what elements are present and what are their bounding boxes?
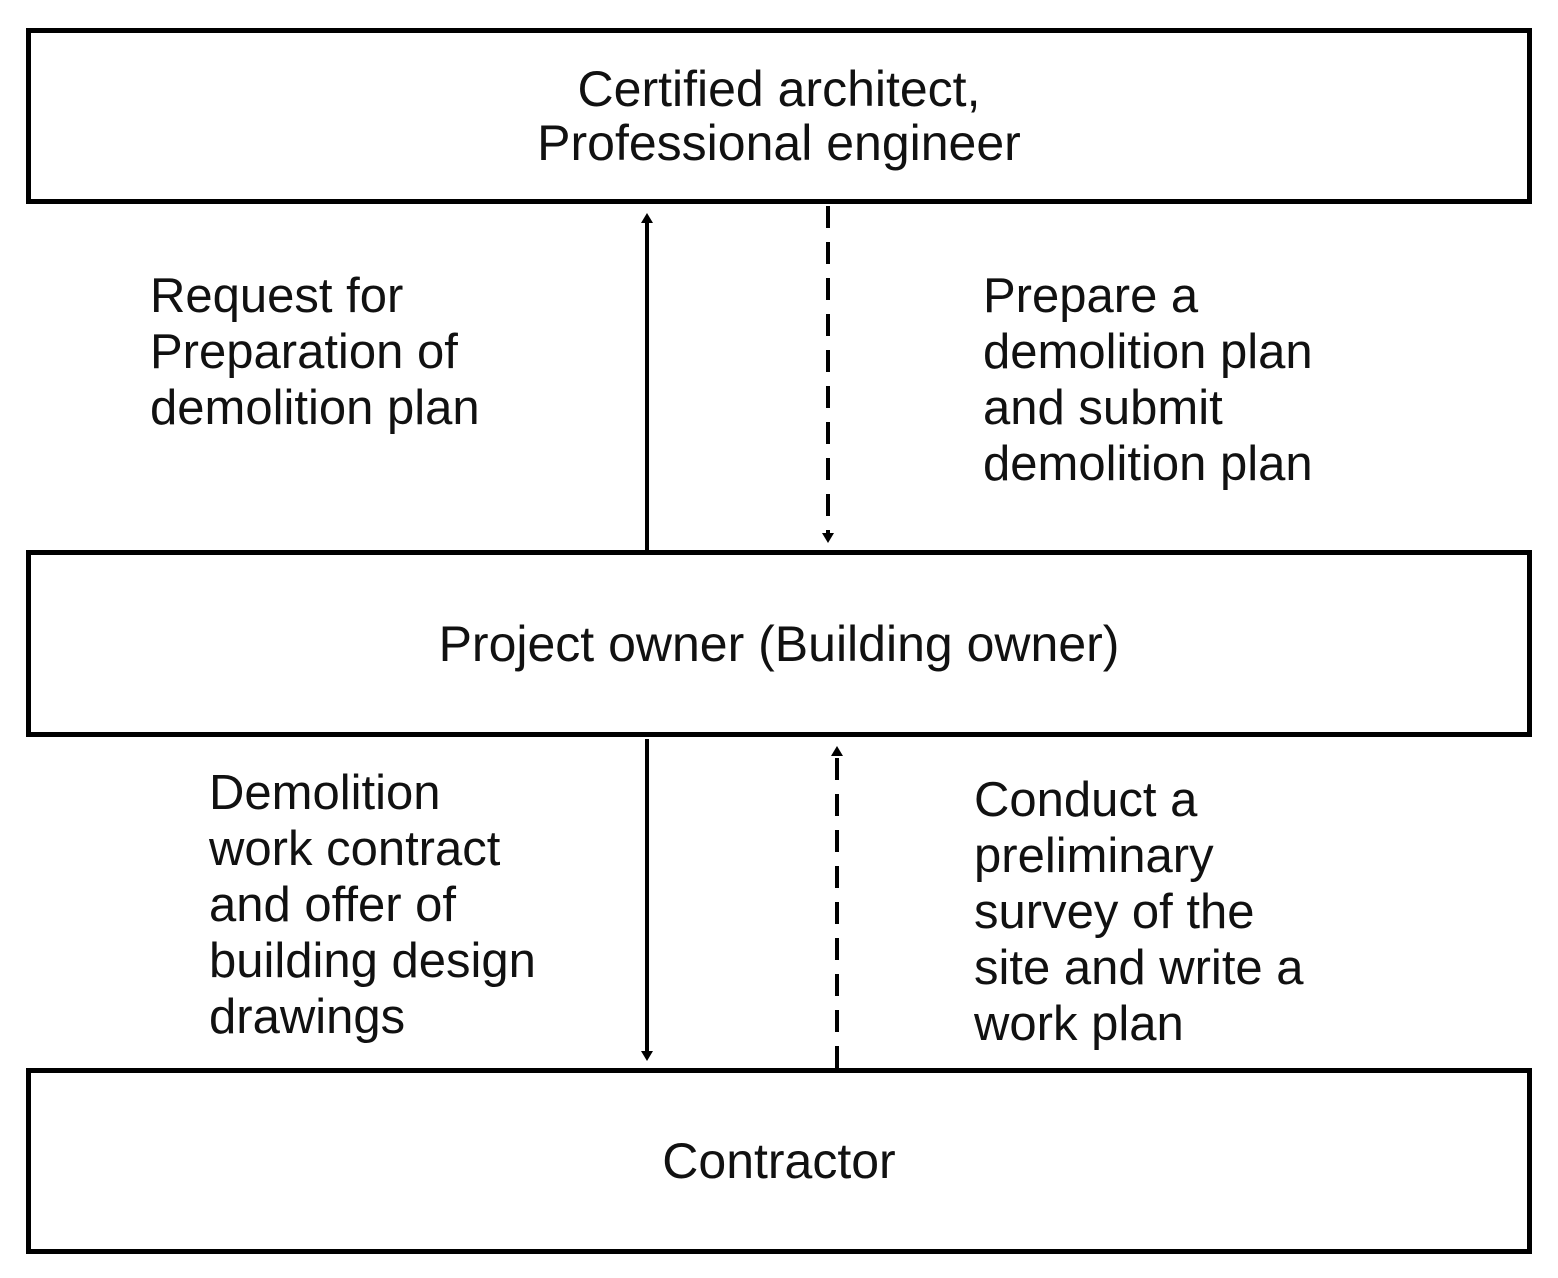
request-label: Request for Preparation of demolition pl… bbox=[150, 269, 480, 435]
project-owner-box-label: Project owner (Building owner) bbox=[438, 615, 1120, 672]
architect-box: Certified architect, Professional engine… bbox=[26, 28, 1532, 204]
survey-label: Conduct a preliminary survey of the site… bbox=[974, 773, 1304, 1051]
architect-box-label: Certified architect, Professional engine… bbox=[537, 61, 1021, 171]
prepare-label: Prepare a demolition plan and submit dem… bbox=[983, 269, 1313, 491]
contract-label: Demolition work contract and offer of bu… bbox=[209, 766, 536, 1044]
contractor-box-label: Contractor bbox=[662, 1133, 896, 1189]
contractor-box: Contractor bbox=[26, 1068, 1532, 1254]
project-owner-box: Project owner (Building owner) bbox=[26, 550, 1532, 737]
